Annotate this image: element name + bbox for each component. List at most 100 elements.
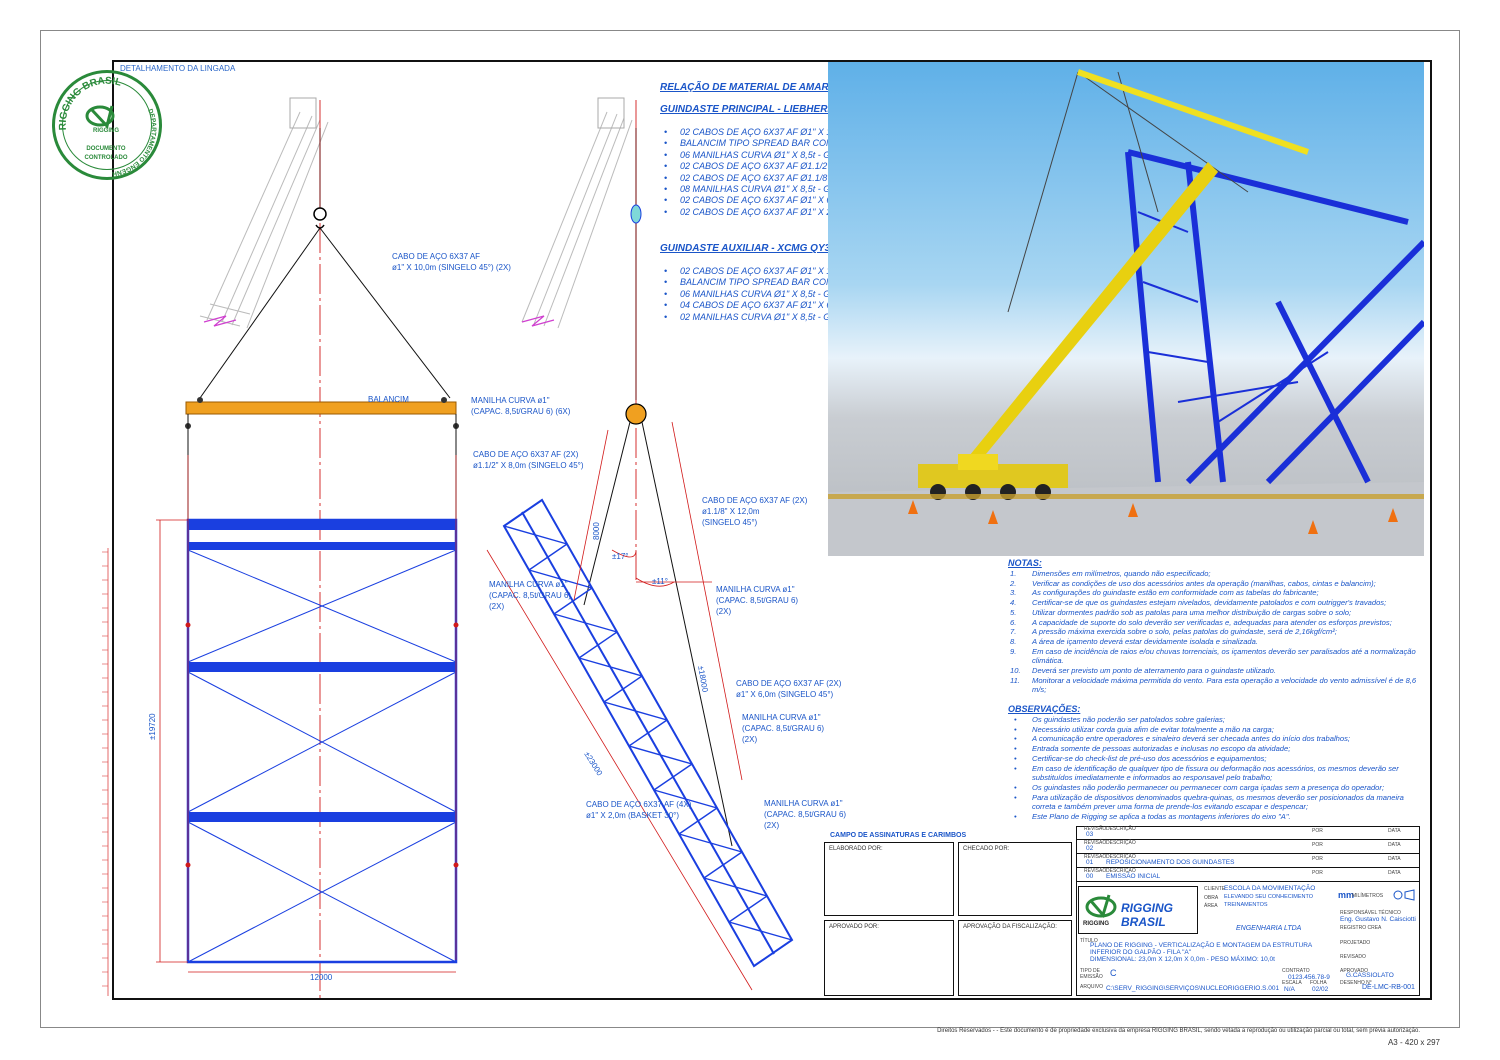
frame-height-dim: ±19720 xyxy=(148,713,157,740)
shackle-label-5c: (2X) xyxy=(764,821,780,830)
description-label: DESCRIÇÃO xyxy=(1106,826,1136,832)
sling-left xyxy=(199,227,321,399)
render-scene xyxy=(828,69,1424,556)
revision-label: REVISÃO xyxy=(1084,826,1107,832)
frame-markers xyxy=(185,622,459,868)
client-value: ESCOLA DA MOVIMENTAÇÃO xyxy=(1224,885,1316,892)
truss-diagonal xyxy=(578,657,643,677)
notes-list: 1.Dimensões em milímetros, quando não es… xyxy=(1008,569,1424,695)
note-item: 9.Em caso de incidência de raios e/ou ch… xyxy=(1008,647,1424,666)
revisado-label: REVISADO xyxy=(1340,954,1366,960)
note-number: 1. xyxy=(1010,569,1017,578)
escala-value: N/A xyxy=(1284,986,1295,993)
truss-rung xyxy=(753,939,793,967)
arquivo-label: ARQUIVO xyxy=(1080,984,1104,990)
cable-label-4b: ø1" X 6,0m (SINGELO 45°) xyxy=(736,690,834,699)
observation-item: Entrada somente de pessoas autorizadas e… xyxy=(1008,744,1424,754)
elaborado-box[interactable]: ELABORADO POR: xyxy=(824,842,954,916)
cable-label-5b: ø1" X 2,0m (BASKET 30°) xyxy=(586,811,680,820)
revision-label: REVISÃO xyxy=(1084,840,1107,846)
sling-label-1a: CABO DE AÇO 6X37 AF xyxy=(392,252,481,261)
description-label: DESCRIÇÃO xyxy=(1106,868,1136,874)
note-item: 1.Dimensões em milímetros, quando não es… xyxy=(1008,569,1424,579)
tipo-value: C xyxy=(1110,968,1117,978)
frame-dimension-lines xyxy=(156,455,457,973)
observation-item: Em caso de identificação de qualquer tip… xyxy=(1008,764,1424,783)
checado-label: CHECADO POR: xyxy=(963,846,1010,852)
aux-material-item: BALANCIM TIPO SPREAD BAR CONFORME PROJET… xyxy=(660,277,919,289)
note-text: Utilizar dormentes padrão sob as patolas… xyxy=(1032,607,1352,617)
truss-diagonal xyxy=(528,569,593,589)
inclined-truss-bracing xyxy=(503,499,793,967)
boom-cut-mark-2 xyxy=(521,315,555,327)
note-number: 4. xyxy=(1010,598,1017,608)
shackle-label-2a: MANILHA CURVA ø1" xyxy=(489,580,568,589)
por-label: POR xyxy=(1312,842,1323,848)
main-material-item: 02 CABOS DE AÇO 6X37 AF Ø1" X 2,0m (BASK… xyxy=(660,207,938,219)
signature-field-title: CAMPO DE ASSINATURAS E CARIMBOS xyxy=(830,832,967,839)
cable-label-4a: CABO DE AÇO 6X37 AF (2X) xyxy=(736,679,842,688)
main-material-item: 06 MANILHAS CURVA Ø1" X 8,5t - GRAU 6. xyxy=(660,150,938,162)
data-label: DATA xyxy=(1388,828,1401,834)
dim-8000: 8000 xyxy=(592,522,601,540)
company-logo-icon xyxy=(1085,894,1117,919)
area-label: ÁREA xyxy=(1204,903,1218,909)
note-item: 6.A capacidade de suporte do solo deverã… xyxy=(1008,618,1424,628)
cable-label-3c: (SINGELO 45°) xyxy=(702,518,758,527)
steel-frame-vertical xyxy=(186,518,458,964)
angle-17: ±17° xyxy=(612,552,629,561)
aux-material-item: 06 MANILHAS CURVA Ø1" X 8,5t - GRAU 6. xyxy=(660,289,919,301)
copyright-footer: Direitos Reservados - - Este documento é… xyxy=(937,1028,1420,1034)
note-number: 5. xyxy=(1010,607,1017,617)
unit-value: mm xyxy=(1338,890,1355,900)
checado-box[interactable]: CHECADO POR: xyxy=(958,842,1072,916)
company-sub: ENGENHARIA LTDA xyxy=(1236,925,1302,932)
tipo-label: TIPO DE EMISSÃO xyxy=(1080,968,1103,980)
folha-label: FOLHA xyxy=(1310,980,1327,986)
truss-diagonal xyxy=(653,789,718,809)
logo-text: RIGGING xyxy=(1083,921,1110,927)
shackle-label-3c: (2X) xyxy=(716,607,732,616)
shackle-label-4c: (2X) xyxy=(742,735,758,744)
note-number: 6. xyxy=(1010,617,1017,627)
resp-label: RESPONSÁVEL TÉCNICO xyxy=(1340,910,1401,916)
note-number: 3. xyxy=(1010,588,1017,598)
area-value: TREINAMENTOS xyxy=(1224,902,1268,908)
truss-diagonal xyxy=(553,613,618,633)
cable-label-3b: ø1.1/8" X 12,0m xyxy=(702,507,760,516)
note-text: As configurações do guindaste estão em c… xyxy=(1032,588,1319,598)
aux-crane-material-list: 02 CABOS DE AÇO 6X37 AF Ø1" X 10,0m (SIN… xyxy=(660,266,919,323)
main-crane-boom xyxy=(199,97,329,329)
revision-number: 03 xyxy=(1086,831,1094,838)
aprovado-box[interactable]: APROVADO POR: xyxy=(824,920,954,996)
desc-title-label: TÍTULO xyxy=(1080,938,1098,944)
rigging-drawing xyxy=(156,97,794,1000)
right-dimension-lines xyxy=(486,421,753,991)
company-name: RIGGING BRASIL xyxy=(1121,901,1174,929)
main-material-item: 02 CABOS DE AÇO 6X37 AF Ø1" X 10,0m (SIN… xyxy=(660,127,938,139)
note-number: 2. xyxy=(1010,578,1017,588)
truss-rung xyxy=(678,807,718,835)
revision-description: REPOSICIONAMENTO DOS GUINDASTES xyxy=(1106,859,1235,866)
data-label: DATA xyxy=(1388,842,1401,848)
angle-arcs xyxy=(611,549,712,587)
material-heading: RELAÇÃO DE MATERIAL DE AMARRAÇÃO xyxy=(660,82,866,93)
observations-list: Os guindastes não poderão ser patolados … xyxy=(1008,715,1424,822)
truss-diagonal xyxy=(603,701,668,721)
observation-item: Os guindastes não poderão permanecer ou … xyxy=(1008,783,1424,793)
note-item: 2.Verificar as condições de uso dos aces… xyxy=(1008,579,1424,589)
resp-value: Eng. Gustavo N. Caisciotti xyxy=(1340,916,1416,923)
shackle-label-5b: (CAPAC. 8,5t/GRAU 6) xyxy=(764,810,847,819)
cable-label-2b: ø1.1/2" X 8,0m (SINGELO 45°) xyxy=(473,461,584,470)
shackle-label-3a: MANILHA CURVA ø1" xyxy=(716,585,795,594)
frame-width-dim: 12000 xyxy=(310,973,333,982)
hook-block-2-icon xyxy=(630,204,642,224)
fiscalizacao-box[interactable]: APROVAÇÃO DA FISCALIZAÇÃO: xyxy=(958,920,1072,996)
sling-a xyxy=(583,421,631,606)
note-text: Deverá ser previsto um ponto de aterrame… xyxy=(1032,666,1276,676)
cable-label-5a: CABO DE AÇO 6X37 AF (4X) xyxy=(586,800,692,809)
shackle-label-2b: (CAPAC. 8,5t/GRAU 6) xyxy=(489,591,572,600)
cable-label-2a: CABO DE AÇO 6X37 AF (2X) xyxy=(473,450,579,459)
shackle-label-4b: (CAPAC. 8,5t/GRAU 6) xyxy=(742,724,825,733)
